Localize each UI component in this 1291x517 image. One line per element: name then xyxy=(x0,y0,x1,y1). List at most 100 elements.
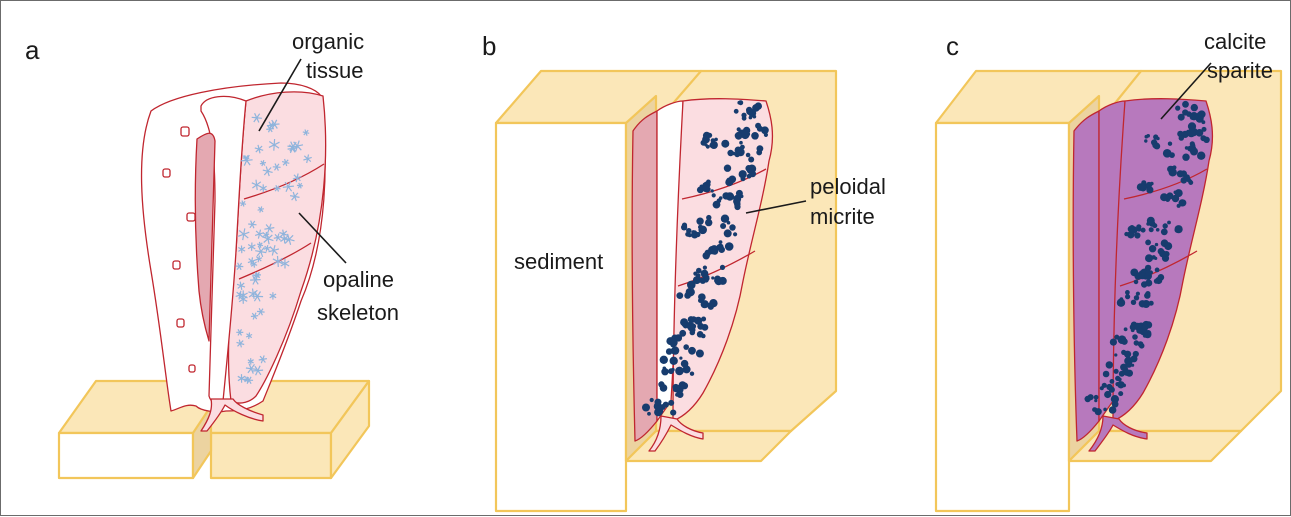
micrite-peloid xyxy=(709,299,717,307)
micrite-peloid xyxy=(745,165,752,172)
micrite-peloid xyxy=(1141,228,1146,233)
panel-b-label-sediment: sediment xyxy=(514,249,603,274)
micrite-peloid xyxy=(1149,227,1154,232)
micrite-peloid xyxy=(741,113,746,118)
micrite-peloid xyxy=(1131,328,1135,332)
micrite-peloid xyxy=(746,153,751,158)
micrite-peloid xyxy=(696,350,704,358)
micrite-peloid xyxy=(1175,225,1183,233)
micrite-peloid xyxy=(660,384,668,392)
micrite-peloid xyxy=(746,108,753,115)
panel-c-letter: c xyxy=(946,31,959,61)
micrite-peloid xyxy=(1120,297,1124,301)
micrite-peloid xyxy=(675,367,684,376)
micrite-peloid xyxy=(726,192,734,200)
micrite-peloid xyxy=(1118,377,1122,381)
micrite-peloid xyxy=(690,372,694,376)
micrite-peloid xyxy=(721,140,729,148)
micrite-peloid xyxy=(1185,154,1189,158)
micrite-peloid xyxy=(729,176,737,184)
micrite-peloid xyxy=(1114,369,1119,374)
panel-b-label-peloidal-micrite-line2: micrite xyxy=(810,204,875,229)
panel-b-block-front xyxy=(496,123,626,511)
micrite-peloid xyxy=(1175,197,1178,200)
micrite-peloid xyxy=(1133,270,1138,275)
micrite-peloid xyxy=(1124,232,1128,236)
micrite-peloid xyxy=(1104,391,1111,398)
micrite-peloid xyxy=(714,138,718,142)
micrite-peloid xyxy=(696,218,703,225)
panel-a-slab-front-left xyxy=(59,433,193,478)
panel-b: b sediment peloidal micrite xyxy=(482,31,886,511)
micrite-peloid xyxy=(724,165,731,172)
micrite-peloid xyxy=(683,344,689,350)
micrite-peloid xyxy=(698,293,705,300)
micrite-peloid xyxy=(1100,386,1104,390)
pore xyxy=(163,169,170,177)
micrite-peloid xyxy=(703,252,710,259)
micrite-peloid xyxy=(1168,193,1173,198)
micrite-peloid xyxy=(1118,391,1123,396)
micrite-peloid xyxy=(1117,337,1121,341)
micrite-peloid xyxy=(1114,353,1117,356)
micrite-peloid xyxy=(1191,104,1198,111)
micrite-peloid xyxy=(675,393,679,397)
micrite-peloid xyxy=(1153,139,1157,143)
micrite-peloid xyxy=(1125,294,1130,299)
micrite-peloid xyxy=(1178,171,1183,176)
micrite-peloid xyxy=(660,356,668,364)
micrite-peloid xyxy=(704,143,707,146)
micrite-peloid xyxy=(666,348,673,355)
micrite-peloid xyxy=(691,230,695,234)
micrite-peloid xyxy=(711,189,714,192)
micrite-peloid xyxy=(741,131,749,139)
micrite-peloid xyxy=(1092,407,1097,412)
micrite-peloid xyxy=(1178,114,1185,121)
micrite-peloid xyxy=(1132,334,1138,340)
micrite-peloid xyxy=(734,201,741,208)
pore xyxy=(177,319,184,327)
panel-b-label-peloidal-micrite-line1: peloidal xyxy=(810,174,886,199)
micrite-peloid xyxy=(731,227,735,231)
micrite-peloid xyxy=(757,145,764,152)
micrite-peloid xyxy=(1131,300,1136,305)
micrite-peloid xyxy=(703,266,707,270)
micrite-peloid xyxy=(1185,146,1189,150)
micrite-peloid xyxy=(1128,226,1135,233)
panel-a-label-opaline-skeleton-line1: opaline xyxy=(323,267,394,292)
micrite-peloid xyxy=(734,109,739,114)
pore xyxy=(187,213,195,221)
micrite-peloid xyxy=(1175,106,1180,111)
micrite-peloid xyxy=(650,398,654,402)
micrite-peloid xyxy=(1140,184,1146,190)
micrite-peloid xyxy=(706,180,711,185)
micrite-peloid xyxy=(1125,290,1130,295)
micrite-peloid xyxy=(1110,379,1115,384)
panel-a-label-opaline-skeleton-line2: skeleton xyxy=(317,300,399,325)
micrite-peloid xyxy=(711,276,714,279)
micrite-peloid xyxy=(740,195,744,199)
micrite-peloid xyxy=(1197,152,1205,160)
micrite-peloid xyxy=(1156,137,1160,141)
micrite-peloid xyxy=(712,193,716,197)
micrite-peloid xyxy=(1094,395,1099,400)
panel-b-letter: b xyxy=(482,31,496,61)
micrite-peloid xyxy=(1190,114,1196,120)
micrite-peloid xyxy=(1203,137,1209,143)
micrite-peloid xyxy=(668,368,674,374)
panel-a-letter: a xyxy=(25,35,40,65)
micrite-peloid xyxy=(1182,101,1189,108)
micrite-peloid xyxy=(1106,384,1112,390)
micrite-peloid xyxy=(1137,327,1140,330)
micrite-peloid xyxy=(724,229,732,237)
micrite-peloid xyxy=(670,410,676,416)
micrite-peloid xyxy=(1135,275,1139,279)
panel-a-label-organic-tissue-line2: tissue xyxy=(306,58,363,83)
micrite-peloid xyxy=(1103,408,1107,412)
micrite-peloid xyxy=(720,223,726,229)
micrite-peloid xyxy=(669,338,677,346)
panel-a: a organic tissue opaline skeleton xyxy=(25,29,399,478)
micrite-peloid xyxy=(1168,142,1172,146)
